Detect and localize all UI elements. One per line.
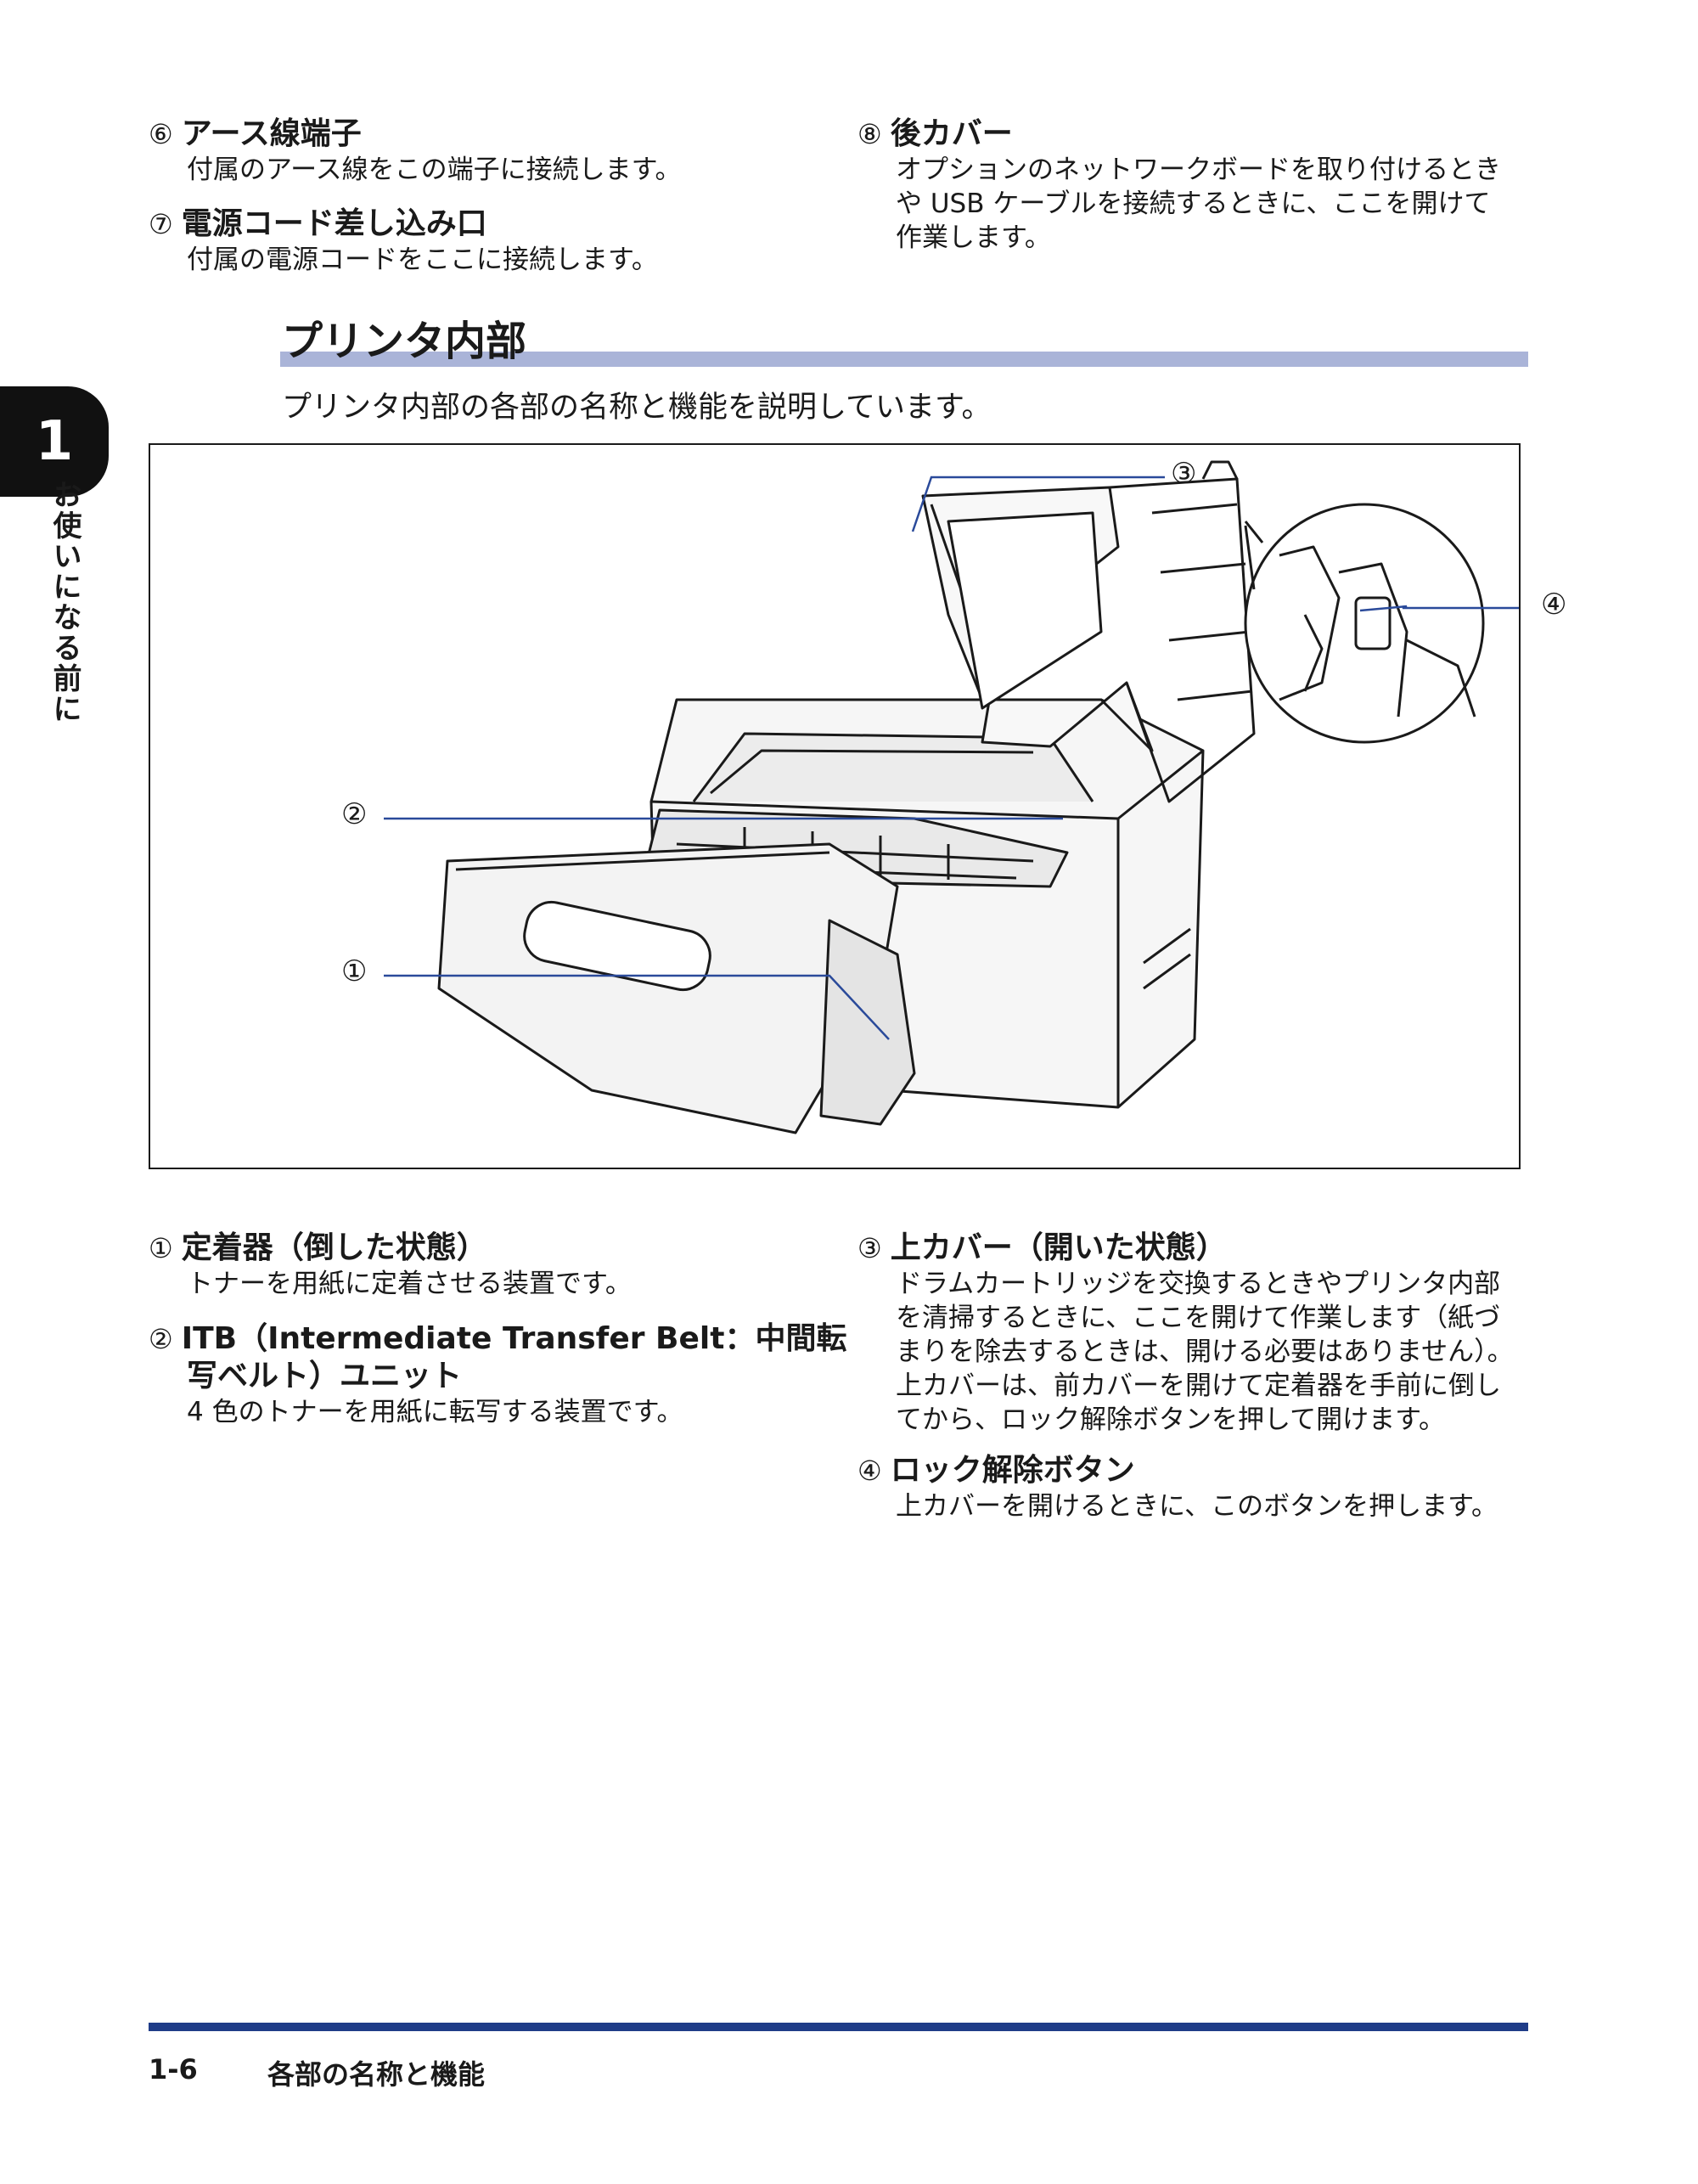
item-number: ② bbox=[149, 1323, 173, 1355]
body-line: や USB ケーブルを接続するときに、ここを開けて bbox=[896, 189, 1491, 219]
body-line: てから、ロック解除ボタンを押して開けます。 bbox=[896, 1404, 1445, 1435]
body-line: 上カバーは、前カバーを開けて定着器を手前に倒し bbox=[896, 1371, 1501, 1401]
item-body: 4 色のトナーを用紙に転写する装置です。 bbox=[187, 1397, 683, 1427]
item-number: ⑧ bbox=[857, 118, 882, 150]
item-number: ⑦ bbox=[149, 208, 173, 240]
item-number: ⑥ bbox=[149, 118, 173, 150]
item-title-line: 写ベルト）ユニット bbox=[187, 1359, 463, 1393]
body-line: ドラムカートリッジを交換するときやプリンタ内部 bbox=[896, 1269, 1501, 1299]
printer-illustration bbox=[384, 460, 1519, 1134]
item-number: ① bbox=[149, 1232, 173, 1264]
chapter-title: お使いになる前に bbox=[48, 480, 82, 724]
item-title-line: ITB（Intermediate Transfer Belt：中間転 bbox=[181, 1321, 847, 1356]
body-line: オプションのネットワークボードを取り付けるとき bbox=[896, 155, 1501, 185]
item-body: オプションのネットワークボードを取り付けるとき や USB ケーブルを接続すると… bbox=[896, 153, 1554, 255]
item-body: 付属のアース線をこの端子に接続します。 bbox=[187, 155, 682, 185]
item-title: 後カバー bbox=[890, 116, 1013, 151]
body-line: まりを除去するときは、開ける必要はありません）。 bbox=[896, 1337, 1514, 1367]
item-title: 電源コード差し込み口 bbox=[181, 206, 487, 241]
item-title: アース線端子 bbox=[181, 116, 362, 151]
footer-title: 各部の名称と機能 bbox=[267, 2058, 486, 2091]
section-heading: プリンタ内部 bbox=[282, 318, 527, 365]
body-line: 作業します。 bbox=[896, 222, 1051, 253]
figure-frame: ① ② ③ ④ bbox=[149, 443, 1566, 1169]
item-body: ドラムカートリッジを交換するときやプリンタ内部 を清掃するときに、ここを開けて作… bbox=[896, 1267, 1554, 1437]
item-title: ロック解除ボタン bbox=[890, 1453, 1135, 1488]
item-title: 上カバー（開いた状態） bbox=[890, 1230, 1227, 1265]
heading-bar bbox=[280, 352, 1528, 367]
callout-2: ② bbox=[341, 797, 368, 831]
callout-1: ① bbox=[341, 954, 368, 988]
callout-3: ③ bbox=[1171, 457, 1197, 491]
footer-bar bbox=[149, 2023, 1528, 2031]
body-line: を清掃するときに、ここを開けて作業します（紙づ bbox=[896, 1303, 1501, 1333]
item-body: トナーを用紙に定着させる装置です。 bbox=[187, 1269, 632, 1299]
item-body: 付属の電源コードをここに接続します。 bbox=[187, 245, 658, 275]
section-intro: プリンタ内部の各部の名称と機能を説明しています。 bbox=[282, 391, 992, 425]
chapter-number: 1 bbox=[35, 410, 74, 473]
chapter-tab: 1 bbox=[0, 386, 109, 497]
callout-4: ④ bbox=[1541, 588, 1567, 622]
item-title: 定着器（倒した状態） bbox=[181, 1230, 487, 1265]
item-body: 上カバーを開けるときに、このボタンを押します。 bbox=[896, 1491, 1498, 1522]
item-number: ④ bbox=[857, 1455, 882, 1487]
footer-page-number: 1-6 bbox=[149, 2053, 198, 2085]
item-number: ③ bbox=[857, 1232, 882, 1264]
